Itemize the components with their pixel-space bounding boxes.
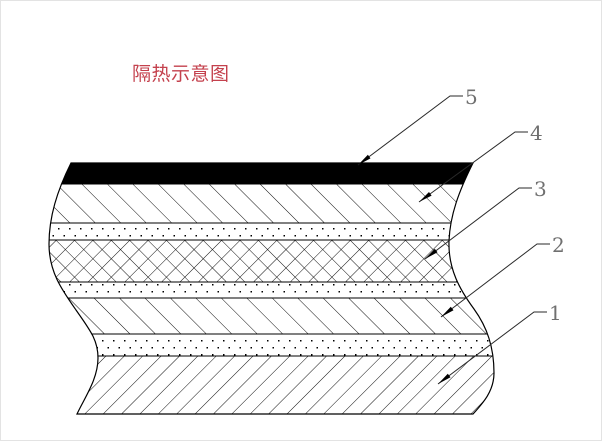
leader-line-4 <box>418 131 528 203</box>
label-1: 1 <box>549 301 562 325</box>
leader-line-3 <box>424 187 532 260</box>
leader-line-2 <box>440 243 550 318</box>
label-5: 5 <box>465 85 478 109</box>
layer-1-diagonal-hatch <box>49 356 494 414</box>
callouts: 5 4 3 2 1 <box>357 85 565 385</box>
callout-4: 4 <box>418 121 543 203</box>
arrowhead-1-icon <box>438 373 451 384</box>
arrowhead-5-icon <box>358 154 371 165</box>
callout-5: 5 <box>357 85 478 166</box>
label-3: 3 <box>534 177 547 201</box>
layer-2-diagonal-hatch <box>49 298 494 334</box>
layer-stack <box>49 163 494 414</box>
layer-3-cross-hatch <box>49 240 494 282</box>
layer-boundary-lines <box>49 183 494 357</box>
layer-4-diagonal-hatch <box>49 184 494 223</box>
block-outline <box>48 162 495 415</box>
arrowhead-2-icon <box>441 306 454 317</box>
arrowhead-4-icon <box>419 192 432 202</box>
stipple-band-middle <box>49 282 494 298</box>
callout-2: 2 <box>440 233 565 318</box>
label-4: 4 <box>530 121 543 145</box>
leader-line-5 <box>357 95 463 166</box>
callout-1: 1 <box>437 301 562 385</box>
label-2: 2 <box>552 233 565 257</box>
arrowhead-3-icon <box>425 248 438 259</box>
stipple-band-lower <box>49 334 494 356</box>
stipple-band-upper <box>49 223 494 240</box>
diagram-title: 隔热示意图 <box>132 63 230 85</box>
callout-3: 3 <box>424 177 547 260</box>
layer-5-black-coating <box>49 163 494 184</box>
leader-line-1 <box>437 311 547 385</box>
